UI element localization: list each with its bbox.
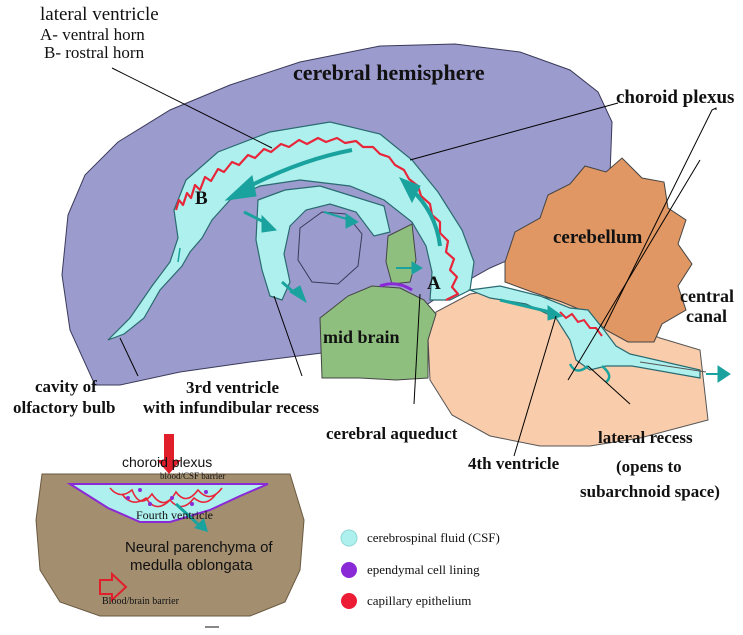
ventral-horn-label: A- ventral horn [40,25,145,44]
lateral-recess-label-line2: (opens to [616,457,682,476]
ependymal-lining-segment [379,282,413,292]
cerebral-aqueduct-label: cerebral aqueduct [326,424,458,443]
legend-swatch-csf [340,529,358,547]
lateral-recess-label-line1: lateral recess [598,428,693,447]
csf-lateral-ventricle [107,121,475,341]
inset-fourth-ventricle-label: Fourth ventricle [136,508,213,522]
legend-swatch-ependymal [341,562,357,578]
legend-label-capillary: capillary epithelium [367,593,471,608]
legend-item-capillary: capillary epithelium [341,593,471,609]
lateral-recess-label-line3: subarchnoid space) [580,482,720,501]
inset-parenchyma-label-line1: Neural parenchyma of [125,539,273,556]
marker-a: A [427,273,441,294]
inset-csf-arrow [174,502,202,528]
inset-medulla-cross-section: choroid plexus blood/CSF barrier Fourth … [35,434,305,628]
leader-lines [111,67,717,457]
cerebellum-label: cerebellum [553,227,643,248]
cavity-label-line2: olfactory bulb [13,398,115,417]
inset-stray-mark [205,626,219,628]
third-ventricle-label-line1: 3rd ventricle [186,378,279,397]
choroid-plexus-label: choroid plexus [616,87,734,108]
csf-third-ventricle [255,185,391,301]
csf-flow-arrows [177,148,731,383]
cerebral-hemisphere-label: cerebral hemisphere [293,60,485,85]
fourth-ventricle-label: 4th ventricle [468,454,560,473]
central-canal-label-line1: central [680,286,734,306]
legend: cerebrospinal fluid (CSF) ependymal cell… [340,529,500,609]
legend-label-csf: cerebrospinal fluid (CSF) [367,530,500,545]
legend-item-csf: cerebrospinal fluid (CSF) [340,529,500,547]
mid-brain-label: mid brain [323,327,400,347]
inset-plexus-tangle [109,487,223,508]
central-canal-label-line2: canal [686,306,727,326]
inset-choroid-plexus-label: choroid plexus [122,454,212,470]
central-canal-line [639,361,707,373]
inset-parenchyma-label-line2: medulla oblongata [130,557,253,574]
inset-ependyma-dots [126,488,208,506]
inset-csf-arrowhead [194,518,208,532]
thalamus-hole [297,211,363,285]
cavity-label-line1: cavity of [35,377,97,396]
legend-swatch-capillary [341,593,357,609]
red-outline-arrow-icon [99,571,128,603]
inset-barrier-brain-label: Blood/brain barrier [102,596,180,607]
choroid-plexus-line [174,136,460,301]
legend-label-ependymal: ependymal cell lining [367,562,480,577]
legend-item-ependymal: ependymal cell lining [341,562,480,578]
red-down-arrow-icon [157,434,181,474]
fourth-ventricle-plexus-line [559,311,603,337]
inset-barrier-csf-label: blood/CSF barrier [160,471,225,481]
third-ventricle-label-line2: with infundibular recess [143,398,319,417]
marker-b: B [195,188,208,209]
lateral-ventricle-label: lateral ventricle [40,4,159,25]
rostral-horn-label: B- rostral horn [44,43,145,62]
midbrain-shape [319,285,437,381]
